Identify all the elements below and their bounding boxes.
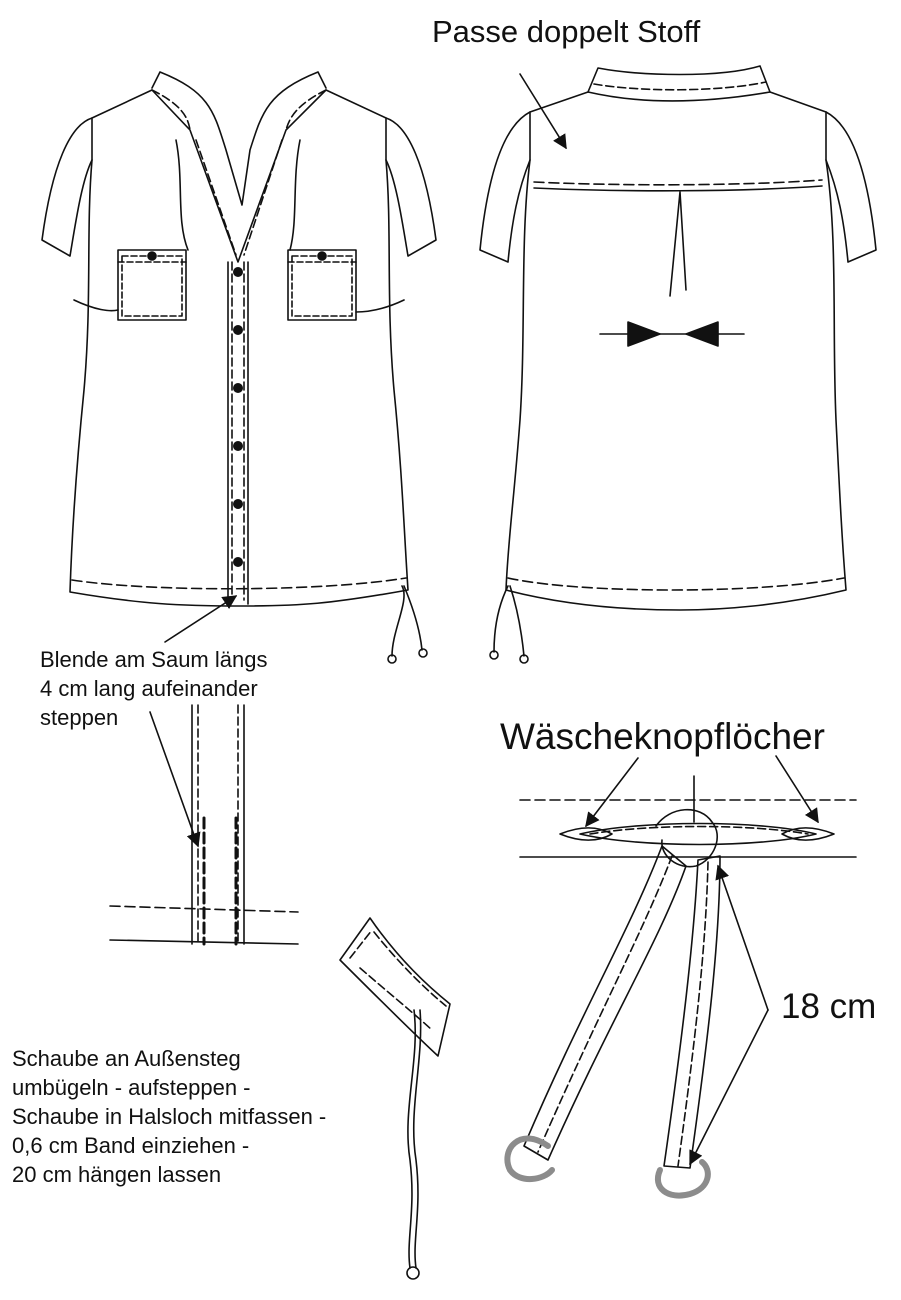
front-placket (227, 261, 249, 605)
tie-ring-right (655, 1159, 711, 1199)
buttonhole-left (559, 827, 613, 841)
front-pocket-right (287, 249, 357, 321)
front-right-sleeve (385, 117, 437, 257)
hem-detail-hem-stitching (109, 905, 299, 913)
front-collar-band (151, 71, 327, 206)
collar-detail (339, 917, 451, 1280)
front-hem-tie (391, 585, 423, 657)
back-view-blouse (479, 65, 877, 664)
hem-note-line: Blende am Saum längs (40, 647, 268, 672)
tie-strap-right (663, 855, 721, 1169)
hem-detail-stitching-bold (202, 816, 238, 946)
collar-note-line: umbügeln - aufsteppen - (12, 1075, 251, 1100)
collar-note-line: 0,6 cm Band einziehen - (12, 1133, 250, 1158)
tie-ring-left (504, 1135, 555, 1182)
buttonholes-note: Wäscheknopflöcher (500, 716, 825, 757)
back-waist-dart-left (627, 321, 661, 347)
front-buttons (233, 267, 243, 567)
hem-note-line: steppen (40, 705, 119, 730)
front-view-blouse (41, 71, 437, 664)
collar-detail-band (339, 917, 451, 1057)
hem-detail-placket-stitching (197, 704, 239, 945)
collar-note-line: Schaube in Halsloch mitfassen - (12, 1104, 327, 1129)
front-hem-arrow (164, 595, 238, 643)
back-right-sleeve (825, 111, 877, 263)
back-hem-tie (493, 585, 525, 657)
collar-note: Schaube an Außensteg umbügeln - aufstepp… (12, 1044, 326, 1189)
back-yoke-arrow (519, 73, 567, 150)
back-waist-dart-right (685, 321, 719, 347)
buttonhole-arrow-right (775, 755, 819, 824)
front-hem-tie-ring-left (387, 654, 397, 664)
collar-note-line: Schaube an Außensteg (12, 1046, 241, 1071)
hem-note: Blende am Saum längs 4 cm lang aufeinand… (40, 645, 267, 732)
buttonhole-detail (504, 755, 857, 1199)
back-hem-stitching (507, 577, 845, 591)
collar-note-line: 20 cm hängen lassen (12, 1162, 222, 1187)
front-yoke-seam-left (73, 299, 119, 312)
length-arrow-top (715, 864, 769, 1011)
front-placket-stitching (195, 139, 283, 601)
collar-detail-string (407, 1009, 422, 1269)
front-collar-inner (151, 89, 327, 131)
front-neck-drawstring-right (289, 139, 301, 251)
front-left-sleeve (41, 117, 93, 257)
hem-detail-arrow (149, 711, 201, 848)
front-yoke-seam-right (355, 299, 405, 313)
hem-detail (109, 704, 299, 946)
back-body-outline (505, 91, 847, 611)
front-hem-stitching (71, 577, 407, 590)
hem-detail-hemline (109, 939, 299, 945)
tie-knot (655, 808, 718, 868)
back-left-sleeve (479, 111, 531, 263)
back-hem-tie-ring-right (519, 654, 529, 664)
front-body-outline (69, 89, 409, 607)
front-neck-drawstring-left (175, 139, 189, 251)
tie-length-note: 18 cm (781, 987, 877, 1026)
tie-strap-left (523, 845, 687, 1161)
back-collar-stitching (593, 81, 767, 91)
length-arrow-bottom (689, 1009, 769, 1166)
buttonhole-right (781, 827, 835, 841)
collar-detail-stitching (349, 929, 447, 1031)
front-hem-tie-ring-right (418, 648, 428, 658)
yoke-note: Passe doppelt Stoff (432, 14, 701, 49)
collar-detail-string-ring (406, 1266, 420, 1280)
hem-note-line: 4 cm lang aufeinander (40, 676, 258, 701)
back-collar (587, 65, 771, 93)
buttonhole-channel-stitching (589, 825, 809, 835)
hem-detail-placket (191, 704, 245, 945)
back-hem-tie-ring-left (489, 650, 499, 660)
buttonhole-channel (579, 822, 817, 846)
back-yoke-seam (533, 185, 823, 192)
tie-strap-stitching (537, 855, 709, 1167)
buttonhole-arrow-left (585, 757, 639, 828)
front-pocket-left (117, 249, 187, 321)
back-pleat (669, 191, 687, 297)
back-yoke-stitching (533, 179, 823, 186)
